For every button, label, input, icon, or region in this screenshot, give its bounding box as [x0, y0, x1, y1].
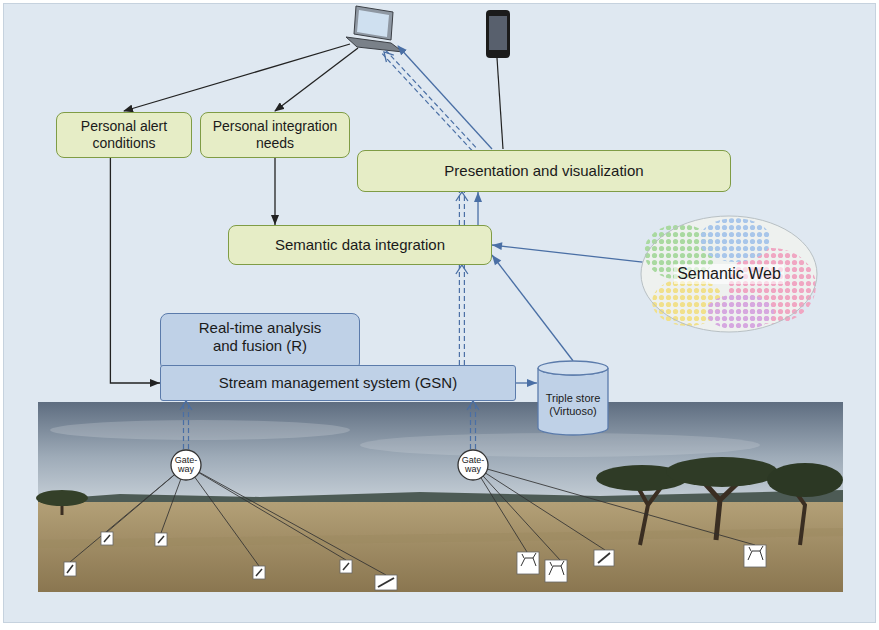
gateway-circle: Gate-way: [456, 449, 490, 481]
module-box: Real-time analysis and fusion (R): [160, 313, 360, 371]
sensor-icons: [64, 532, 766, 590]
gateway-circle: Gate-way: [169, 449, 203, 481]
connector: [271, 158, 279, 225]
node-label: Semantic Web: [674, 264, 784, 283]
node-label: Triple store (Virtuoso): [542, 392, 604, 418]
arrow-head: [492, 255, 501, 265]
node-label: Gate-way: [172, 456, 200, 474]
node-label: Personal integration needs: [207, 118, 343, 152]
connector: [110, 158, 160, 387]
connector: [456, 265, 468, 365]
arrow-head: [150, 379, 160, 387]
node-label: Stream management system (GSN): [219, 374, 457, 392]
connector: [516, 379, 537, 387]
system-box: Stream management system (GSN): [160, 365, 516, 401]
trees: [36, 457, 843, 545]
connector: [456, 192, 468, 225]
connector: [492, 255, 573, 361]
connector: [180, 401, 192, 449]
landscape-photo: [36, 402, 843, 592]
arrow-head: [527, 379, 537, 387]
laptop-icon: [346, 6, 403, 52]
connector: [474, 192, 482, 225]
process-box: Personal integration needs: [200, 112, 350, 158]
connector: [492, 242, 643, 262]
phone-icon: [486, 10, 510, 58]
animal-icon: [517, 545, 766, 582]
database-cylinder: Triple store (Virtuoso): [537, 360, 609, 436]
arrow-head: [456, 192, 468, 201]
process-box: Personal alert conditions: [56, 112, 192, 158]
process-box: Presentation and visualization: [357, 150, 731, 192]
arrow-head: [271, 215, 279, 225]
connector: [467, 401, 479, 449]
node-label: Real-time analysis and fusion (R): [190, 319, 330, 355]
gateway-links: [70, 465, 755, 575]
arrow-head: [492, 242, 502, 250]
semantic-web-cloud: [641, 216, 817, 332]
arrow-head: [474, 192, 482, 202]
node-label: Semantic data integration: [275, 236, 445, 254]
node-label: Gate-way: [459, 456, 487, 474]
node-label: Presentation and visualization: [444, 162, 643, 180]
arrow-head: [180, 401, 192, 410]
arrow-head: [467, 401, 479, 410]
process-box: Semantic data integration: [228, 225, 492, 265]
node-label: Personal alert conditions: [63, 118, 185, 152]
cloud-node: Semantic Web: [640, 215, 818, 333]
arrow-head: [456, 265, 468, 274]
